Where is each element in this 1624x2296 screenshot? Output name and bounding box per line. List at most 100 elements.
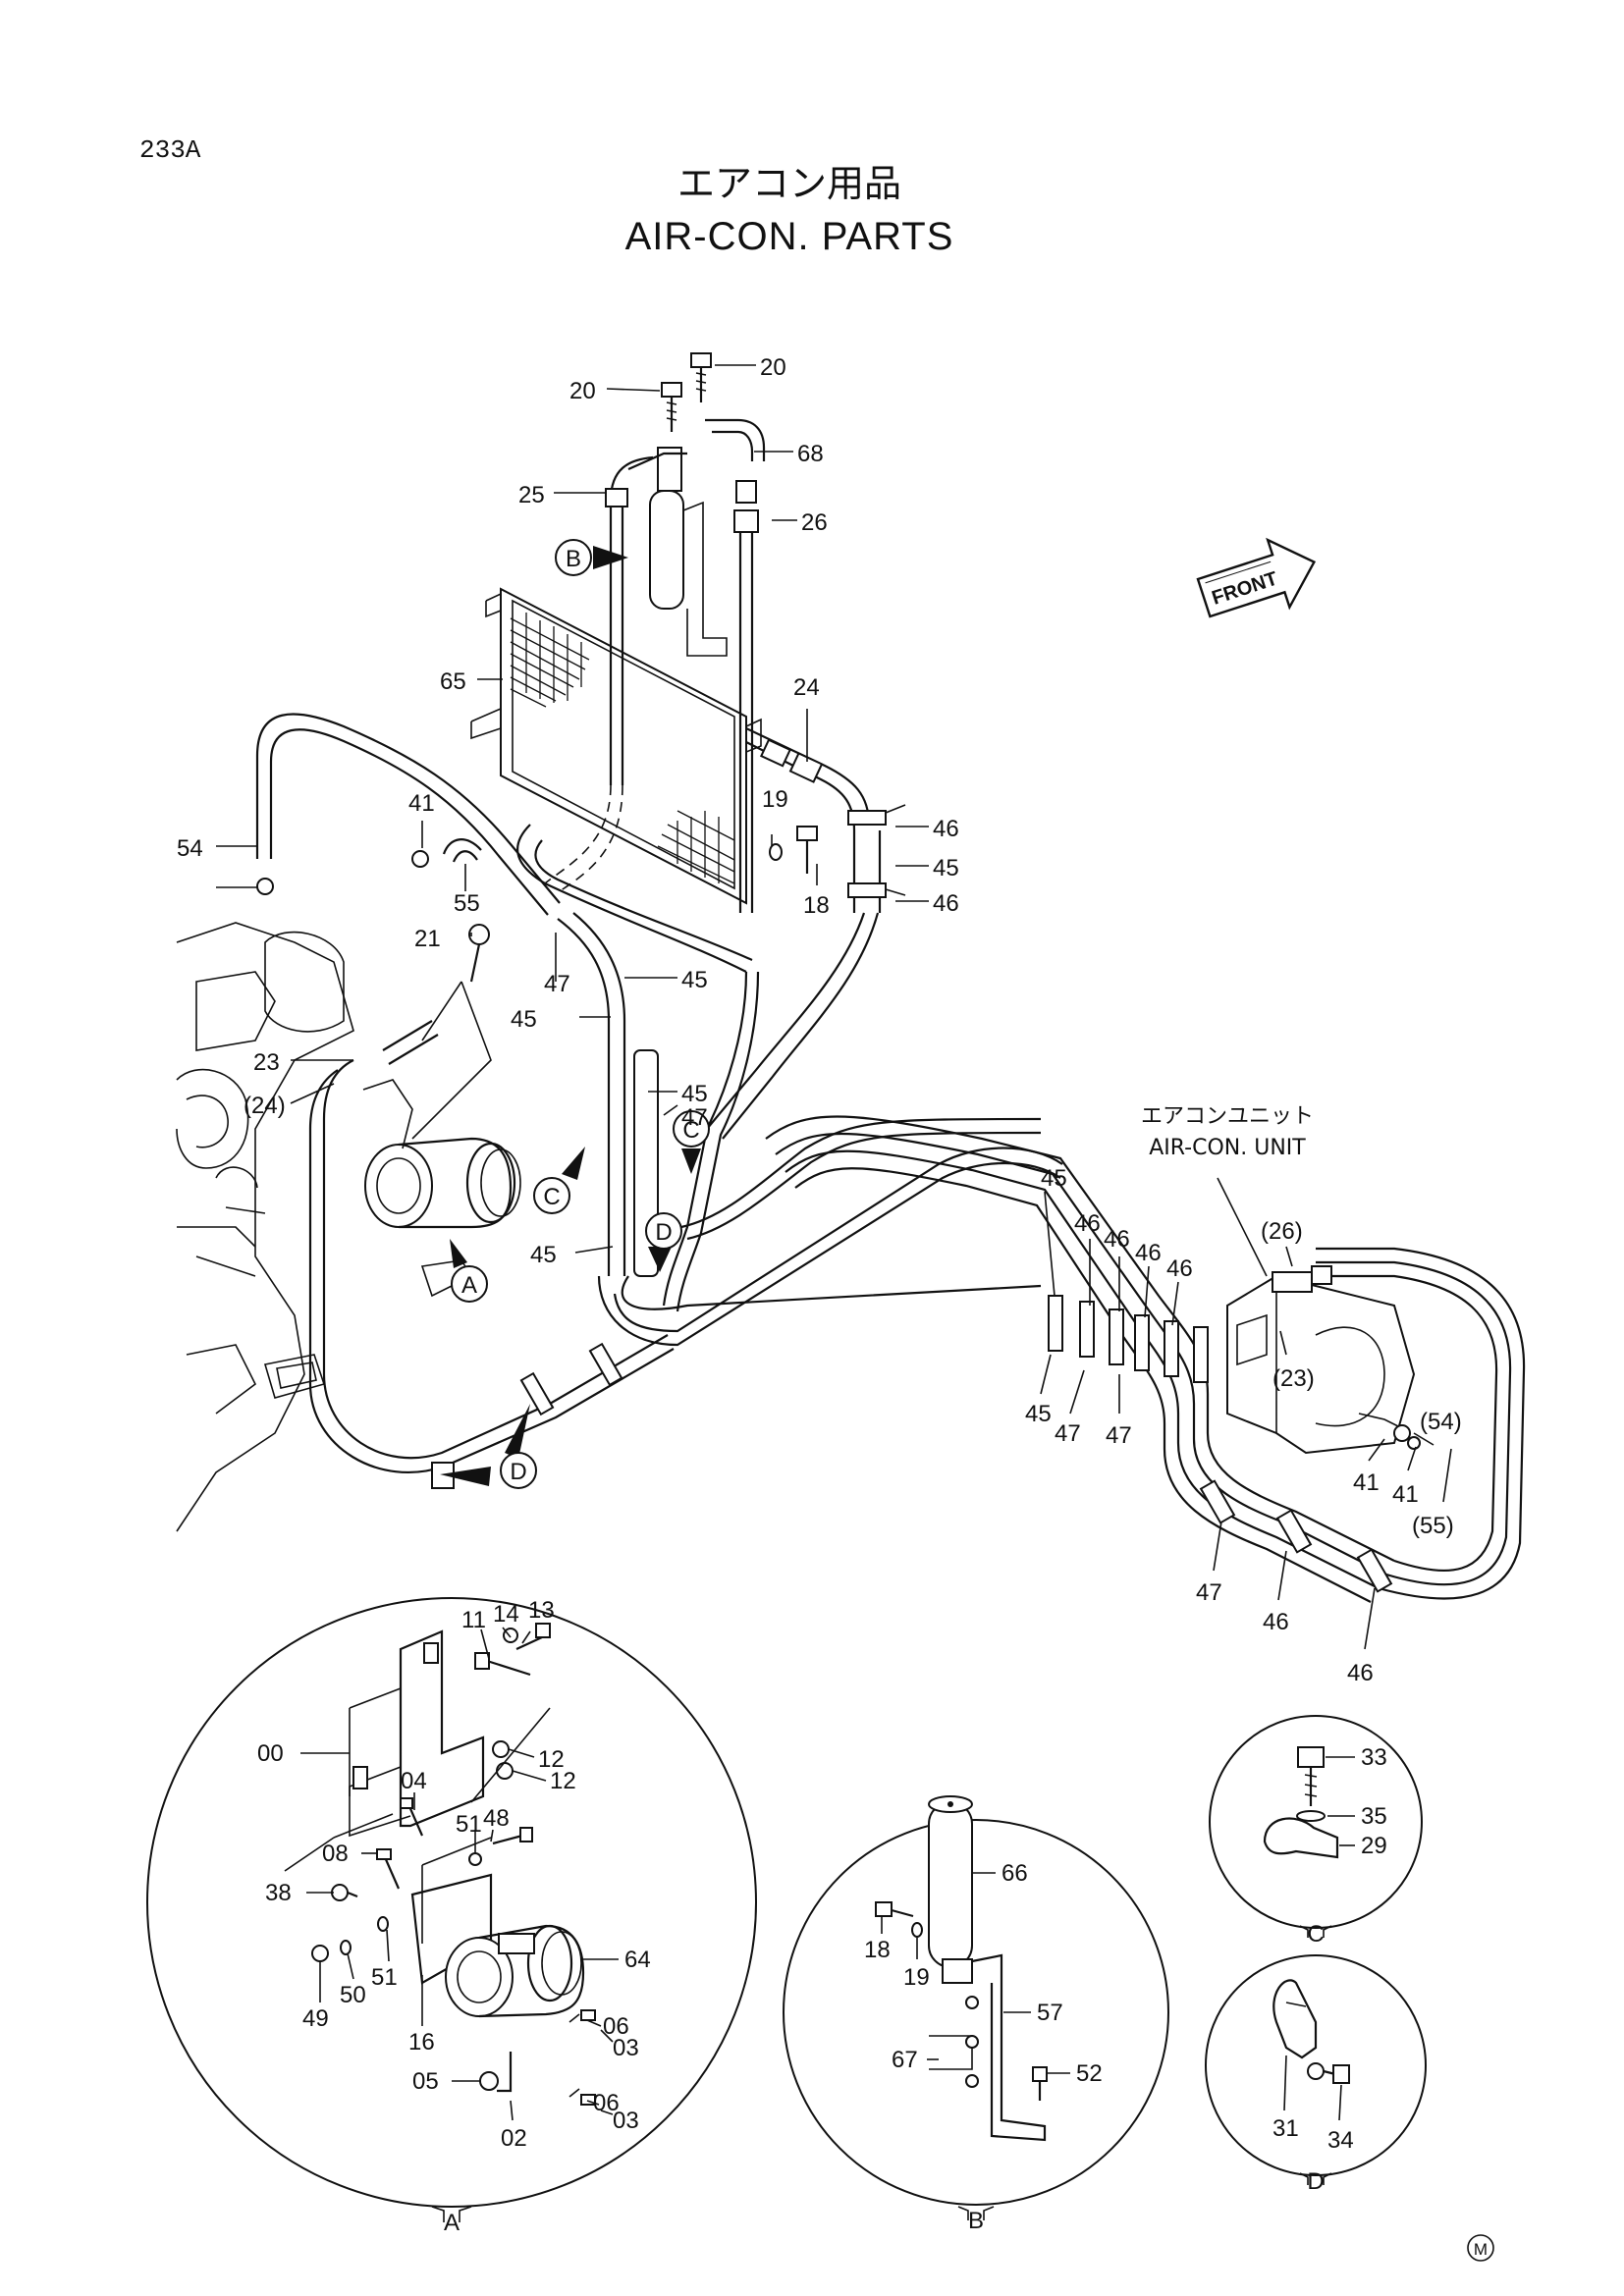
svg-text:18: 18 [864,1937,891,1963]
view-arrow-c-right: C [673,1110,710,1174]
svg-text:C: C [543,1184,560,1210]
callout-46e: 46 [1135,1240,1162,1266]
svg-text:34: 34 [1327,2127,1354,2154]
aircon-unit-label-en: AIR-CON. UNIT [1149,1136,1306,1160]
detail-d-letter: D [1307,2168,1324,2195]
callout-45g: 45 [1025,1401,1052,1427]
callout-45a: 45 [933,855,959,881]
callout-47d: 47 [1106,1422,1132,1449]
aircon-unit-label-jp: エアコンユニット [1141,1104,1314,1129]
callout-46h: 46 [1347,1660,1374,1686]
callout-18: 18 [803,892,830,919]
svg-text:C: C [682,1117,699,1144]
callout-41b: 41 [1353,1469,1380,1496]
svg-text:M: M [1474,2240,1488,2259]
callout-68: 68 [797,441,824,467]
callout-45c: 45 [511,1006,537,1033]
callout-54: 54 [177,835,203,862]
hose-25 [605,455,654,785]
svg-text:52: 52 [1076,2060,1103,2087]
svg-text:06: 06 [593,2090,620,2116]
compressor-main [362,1079,521,1298]
callout-45e: 45 [530,1242,557,1268]
callout-20b: 20 [760,354,786,381]
callout-26: 26 [801,509,828,536]
detail-c-letter: C [1307,1921,1324,1948]
svg-text:12: 12 [550,1768,576,1794]
callout-47a: 47 [544,971,570,997]
callout-47e: 47 [1196,1579,1222,1606]
bolt-21 [411,924,492,1140]
detail-a-letter: A [444,2210,460,2236]
svg-text:03: 03 [613,2035,639,2061]
hose-26 [705,418,766,913]
detail-a: A [146,1597,757,2236]
callout-55-ref: (55) [1412,1513,1454,1539]
callout-46f: 46 [1166,1255,1193,1282]
bolt-20-right [690,352,712,402]
svg-text:33: 33 [1361,1744,1387,1771]
svg-text:35: 35 [1361,1803,1387,1830]
bolt-18-main [769,826,818,874]
svg-text:29: 29 [1361,1833,1387,1859]
detail-c: C 33 35 29 [1209,1715,1423,1948]
svg-text:03: 03 [613,2108,639,2134]
callout-45f: 45 [1041,1165,1067,1192]
svg-text:38: 38 [265,1880,292,1906]
callout-46c: 46 [1074,1210,1101,1237]
title-english: AIR-CON. PARTS [625,215,954,258]
view-arrow-d-center: D [645,1212,682,1272]
detail-b-letter: B [968,2208,984,2234]
callout-41a: 41 [408,790,435,817]
view-arrow-d-lower: D [440,1404,537,1489]
callout-26-ref: (26) [1261,1218,1303,1245]
callout-41c: 41 [1392,1481,1419,1508]
bolt-20-left [661,382,682,432]
hose-24 [745,727,906,913]
svg-text:13: 13 [528,1597,555,1624]
callout-20a: 20 [569,378,596,404]
svg-text:49: 49 [302,2005,329,2032]
front-arrow-icon: FRONT [1196,537,1317,618]
detail-b: B 66 18 19 57 67 52 [783,1795,1169,2234]
engine-outline [176,922,354,1532]
clamp-41-left [256,878,274,895]
clamp-41-top [411,850,429,868]
callout-54-ref: (54) [1420,1409,1462,1435]
callout-numbers: 20 20 68 25 26 65 24 54 41 55 19 46 45 4… [177,354,1462,1686]
detail-d: D 31 34 [1205,1954,1427,2195]
svg-text:12: 12 [538,1746,565,1773]
callout-47b: 47 [681,1104,708,1131]
svg-text:67: 67 [892,2047,918,2073]
hose-54 [255,713,753,973]
callout-46d: 46 [1104,1226,1130,1253]
callout-46a: 46 [933,816,959,842]
svg-text:57: 57 [1037,2000,1063,2026]
svg-text:A: A [461,1272,477,1299]
svg-text:64: 64 [624,1947,651,1973]
svg-text:51: 51 [371,1964,398,1991]
svg-text:D: D [655,1219,672,1246]
svg-text:05: 05 [412,2068,439,2095]
svg-text:50: 50 [340,1982,366,2008]
svg-text:14: 14 [493,1601,519,1628]
hoses-23-24 [308,1020,675,1489]
manufacturer-mark: M [1467,2234,1494,2262]
aircon-unit [1226,1265,1421,1455]
hose-55 [442,838,482,863]
receiver-drier [627,447,728,657]
svg-text:51: 51 [456,1811,482,1838]
callout-45b: 45 [681,967,708,993]
callout-65: 65 [440,668,466,695]
callout-46g: 46 [1263,1609,1289,1635]
view-arrow-b: B [555,539,628,576]
callout-19: 19 [762,786,788,813]
svg-text:31: 31 [1272,2115,1299,2142]
svg-text:04: 04 [401,1768,427,1794]
callout-24: 24 [793,674,820,701]
svg-text:B: B [566,546,581,572]
svg-text:11: 11 [461,1607,486,1633]
svg-text:06: 06 [603,2013,629,2040]
